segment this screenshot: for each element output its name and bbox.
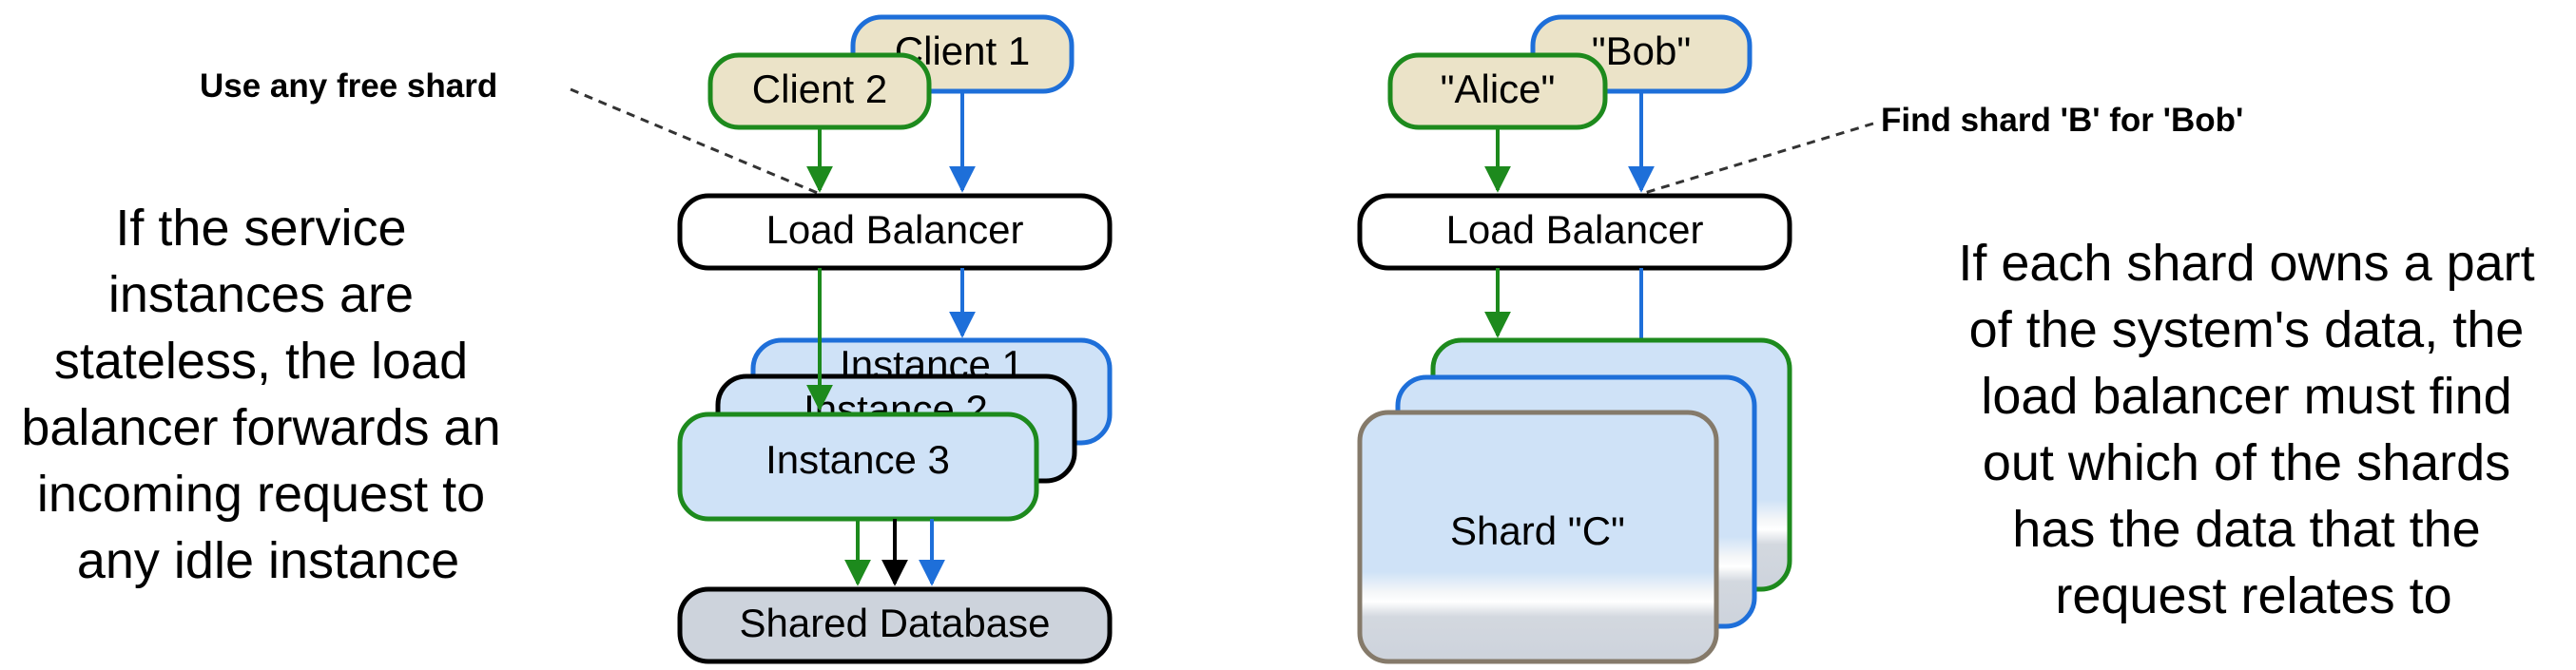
right-load-balancer-node: Load Balancer <box>1357 193 1792 271</box>
right-description-line: out which of the shards <box>1983 434 2510 491</box>
shard-c-label: Shard "C" <box>1450 508 1625 553</box>
right-load-balancer-label: Load Balancer <box>1446 207 1704 252</box>
left-description-line: balancer forwards an <box>21 399 500 456</box>
left-description-line: stateless, the load <box>54 333 468 390</box>
shared-database-label: Shared Database <box>740 601 1051 645</box>
right-note: Find shard 'B' for 'Bob' <box>1881 102 2243 139</box>
shard-c-node: Shard "C" <box>1357 410 1719 664</box>
right-note-pointer <box>1640 122 1874 196</box>
instance-3-node: Instance 3 <box>677 412 1039 522</box>
left-load-balancer-label: Load Balancer <box>766 207 1024 252</box>
left-description-line: any idle instance <box>77 532 459 589</box>
right-description-line: of the system's data, the <box>1969 301 2525 358</box>
left-description-line: incoming request to <box>37 466 485 523</box>
left-description: If the service instances are stateless, … <box>21 200 514 589</box>
left-description-line: instances are <box>108 266 414 323</box>
client-alice-label: "Alice" <box>1441 67 1556 111</box>
left-note: Use any free shard <box>200 67 497 105</box>
left-load-balancer-node: Load Balancer <box>677 193 1113 271</box>
right-description-line: If each shard owns a part <box>1958 235 2534 292</box>
client-2-label: Client 2 <box>752 67 887 111</box>
right-description-line: request relates to <box>2055 567 2451 624</box>
shared-database-node: Shared Database <box>677 586 1113 664</box>
right-description: If each shard owns a part of the system'… <box>1958 235 2548 624</box>
instance-3-label: Instance 3 <box>765 437 950 482</box>
client-2-node: Client 2 <box>707 52 932 130</box>
right-description-line: has the data that the <box>2012 501 2480 558</box>
left-description-line: If the service <box>115 200 406 257</box>
client-alice-node: "Alice" <box>1387 52 1608 130</box>
client-bob-label: "Bob" <box>1592 29 1692 73</box>
right-description-line: load balancer must find <box>1981 368 2511 425</box>
